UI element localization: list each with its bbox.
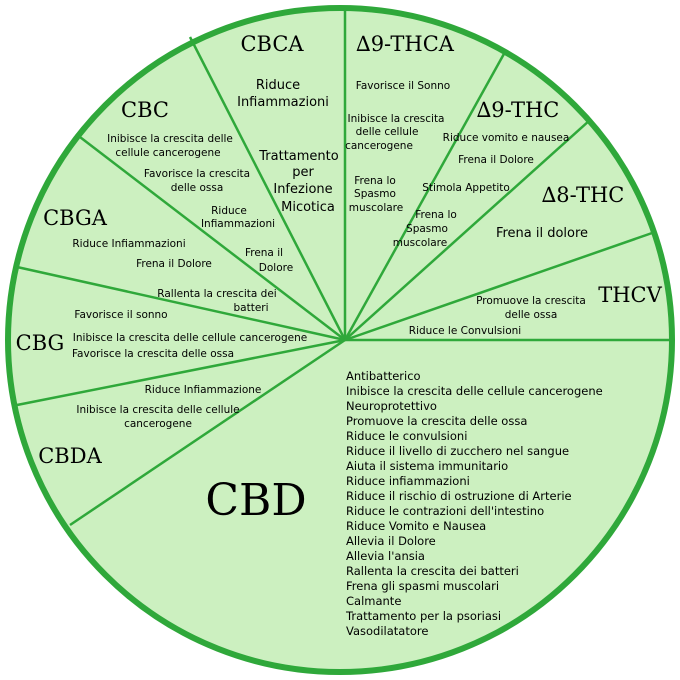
effect-label: Frena il dolore <box>496 226 588 241</box>
segment-title: ∆9-THC <box>477 98 560 122</box>
segment-cbd: CBD Antibatterico Inibisce la crescita d… <box>205 369 602 638</box>
effect-label: Inibisce la crescita delle cellule cance… <box>346 384 603 398</box>
effect-label: Trattamento <box>258 149 339 164</box>
effect-label: Infiammazioni <box>201 218 275 230</box>
segment-title: ∆8-THC <box>542 183 625 207</box>
effect-label: Riduce Vomito e Nausea <box>346 519 486 533</box>
effect-label: Spasmo <box>354 188 396 200</box>
effect-label: Favorisce il sonno <box>74 309 167 321</box>
effect-label: Riduce <box>211 205 247 217</box>
segment-thca: ∆9-THCA Favorisce il Sonno Inibisce la c… <box>345 32 455 214</box>
effect-label: Vasodilatatore <box>346 624 428 638</box>
effect-label: Spasmo <box>406 223 448 235</box>
effect-label: Inibisce la crescita <box>347 113 444 125</box>
segment-title: CBDA <box>38 444 102 468</box>
divider-cbga-cbg <box>16 265 346 342</box>
effect-label: Riduce le convulsioni <box>346 429 467 443</box>
segment-title: CBD <box>205 475 306 526</box>
effect-label: Allevia il Dolore <box>346 534 436 548</box>
segment-title: ∆9-THCA <box>356 32 455 56</box>
effect-label: Promuove la crescita <box>476 295 586 307</box>
segment-cbca: CBCA Riduce Infiammazioni Trattamento pe… <box>237 32 339 215</box>
effect-label: muscolare <box>349 202 403 214</box>
effect-label: Infezione <box>273 182 332 197</box>
effect-label: Stimola Appetito <box>422 182 510 194</box>
effect-label: Riduce il rischio di ostruzione di Arter… <box>346 489 572 503</box>
effect-label: Riduce Infiammazione <box>145 384 262 396</box>
effect-label: batteri <box>233 302 268 314</box>
divider-cbg-cbda <box>16 338 346 407</box>
divider-cbc-cbga <box>75 133 346 341</box>
effect-label: delle ossa <box>171 182 224 194</box>
segment-title: CBCA <box>240 32 304 56</box>
effect-label: Micotica <box>281 200 335 215</box>
segment-cbg: CBG Favorisce il sonno Inibisce la cresc… <box>16 309 308 360</box>
effect-label: per <box>292 165 314 180</box>
effect-label: Riduce Infiammazioni <box>72 238 185 250</box>
effect-label: Riduce le Convulsioni <box>409 325 521 337</box>
effect-label: Rallenta la crescita dei batteri <box>346 564 519 578</box>
effect-label: Frena lo <box>354 175 396 187</box>
effect-label: Antibatterico <box>346 369 421 383</box>
effect-label: Frena il Dolore <box>458 154 534 166</box>
effect-label: Calmante <box>346 594 401 608</box>
divider-cbda-cbd <box>69 338 346 527</box>
divider-thc8-thcv <box>344 230 656 342</box>
segment-thc8: ∆8-THC Frena il dolore <box>496 183 624 241</box>
segment-title: CBG <box>16 331 65 355</box>
segment-cbga: CBGA Riduce Infiammazioni Frena il Dolor… <box>43 206 277 314</box>
effect-label: delle cellule <box>356 126 419 138</box>
segment-title: CBGA <box>43 206 108 230</box>
segment-thc9: ∆9-THC Riduce vomito e nausea Frena il D… <box>393 98 570 249</box>
effect-label: delle ossa <box>505 309 558 321</box>
effect-label: Trattamento per la psoriasi <box>345 609 501 623</box>
effect-label: Frena il <box>245 247 283 259</box>
divider-cbca-cbc <box>188 36 347 341</box>
segment-title: THCV <box>598 283 662 307</box>
effect-label: Riduce vomito e nausea <box>443 132 570 144</box>
effect-label: Dolore <box>259 262 293 274</box>
effect-label: Frena il Dolore <box>136 258 212 270</box>
effect-label: Promuove la crescita delle ossa <box>346 414 527 428</box>
effect-label: Favorisce il Sonno <box>356 80 450 92</box>
segment-thcv: THCV Promuove la crescita delle ossa Rid… <box>409 283 663 337</box>
segment-dividers <box>16 8 672 527</box>
effect-label: Riduce il livello di zucchero nel sangue <box>346 444 569 458</box>
effect-label: Inibisce la crescita delle <box>107 133 233 145</box>
effect-label: Riduce infiammazioni <box>346 474 470 488</box>
effect-label: Infiammazioni <box>237 95 329 110</box>
divider-thca-thc9 <box>343 51 507 341</box>
effect-label: Favorisce la crescita <box>144 168 250 180</box>
effect-label: cancerogene <box>124 418 192 430</box>
effect-label: cancerogene <box>345 140 413 152</box>
effect-label: Frena lo <box>415 209 457 221</box>
effect-label: Allevia l'ansia <box>346 549 425 563</box>
effect-label: Neuroprotettivo <box>346 399 437 413</box>
effect-label: Riduce <box>256 78 300 93</box>
segment-cbda: CBDA Riduce Infiammazione Inibisce la cr… <box>38 384 261 468</box>
effect-label: cellule cancerogene <box>115 147 220 159</box>
effect-label: Inibisce la crescita delle cellule cance… <box>73 332 307 344</box>
effect-label: Inibisce la crescita delle cellule <box>76 404 239 416</box>
segment-title: CBC <box>121 98 169 122</box>
effect-label: Frena gli spasmi muscolari <box>346 579 499 593</box>
effect-label: Riduce le contrazioni dell'intestino <box>346 504 544 518</box>
effect-label: Favorisce la crescita delle ossa <box>72 348 234 360</box>
effect-label: Rallenta la crescita dei <box>157 288 276 300</box>
segment-cbc: CBC Inibisce la crescita delle cellule c… <box>107 98 293 274</box>
cbd-effects-list: Antibatterico Inibisce la crescita delle… <box>345 369 603 638</box>
divider-thc9-thc8 <box>344 119 591 341</box>
effect-label: muscolare <box>393 237 447 249</box>
effect-label: Aiuta il sistema immunitario <box>346 459 508 473</box>
